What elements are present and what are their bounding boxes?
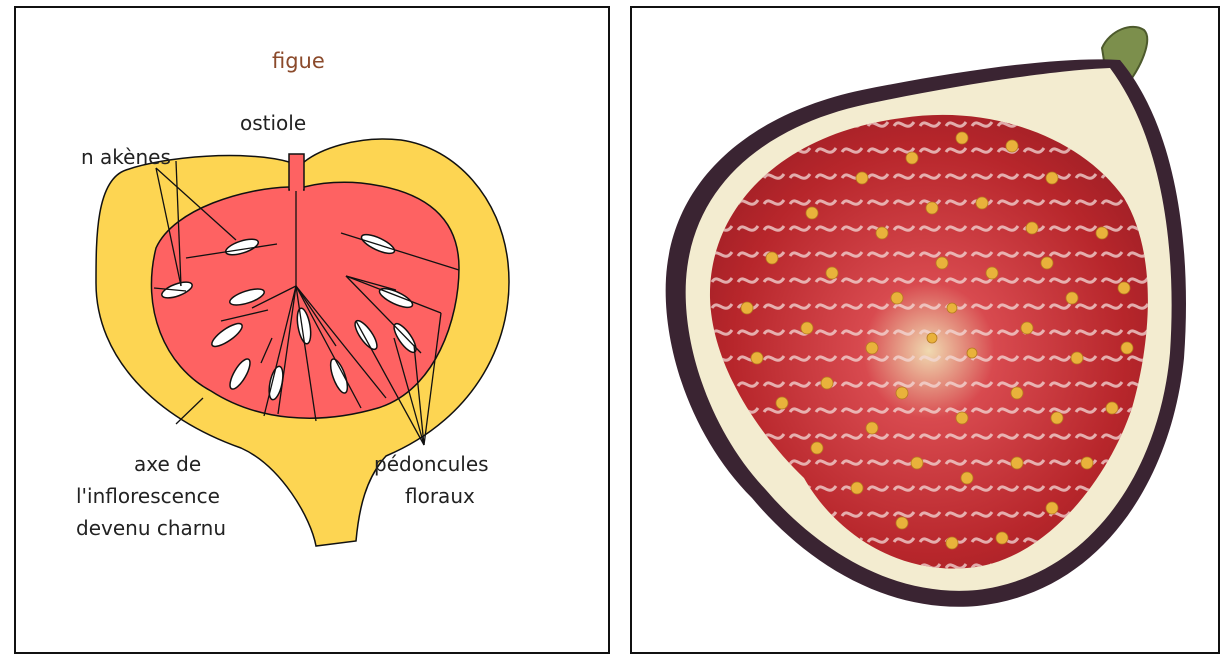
photo-panel <box>630 6 1220 654</box>
diagram-panel: figue ostiole n akènes axe de l'inflores… <box>14 6 610 654</box>
label-axe-line3: devenu charnu <box>76 516 226 540</box>
label-ostiole: ostiole <box>240 111 306 135</box>
label-pedoncules-line1: pédoncules <box>374 452 489 476</box>
label-axe-line2: l'inflorescence <box>76 484 220 508</box>
fig-photo <box>632 8 1222 656</box>
diagram-title: figue <box>272 49 325 73</box>
fig-diagram: figue ostiole n akènes axe de l'inflores… <box>16 8 612 656</box>
label-akenes: n akènes <box>81 145 171 169</box>
label-pedoncules-line2: floraux <box>405 484 475 508</box>
label-axe-line1: axe de <box>134 452 201 476</box>
